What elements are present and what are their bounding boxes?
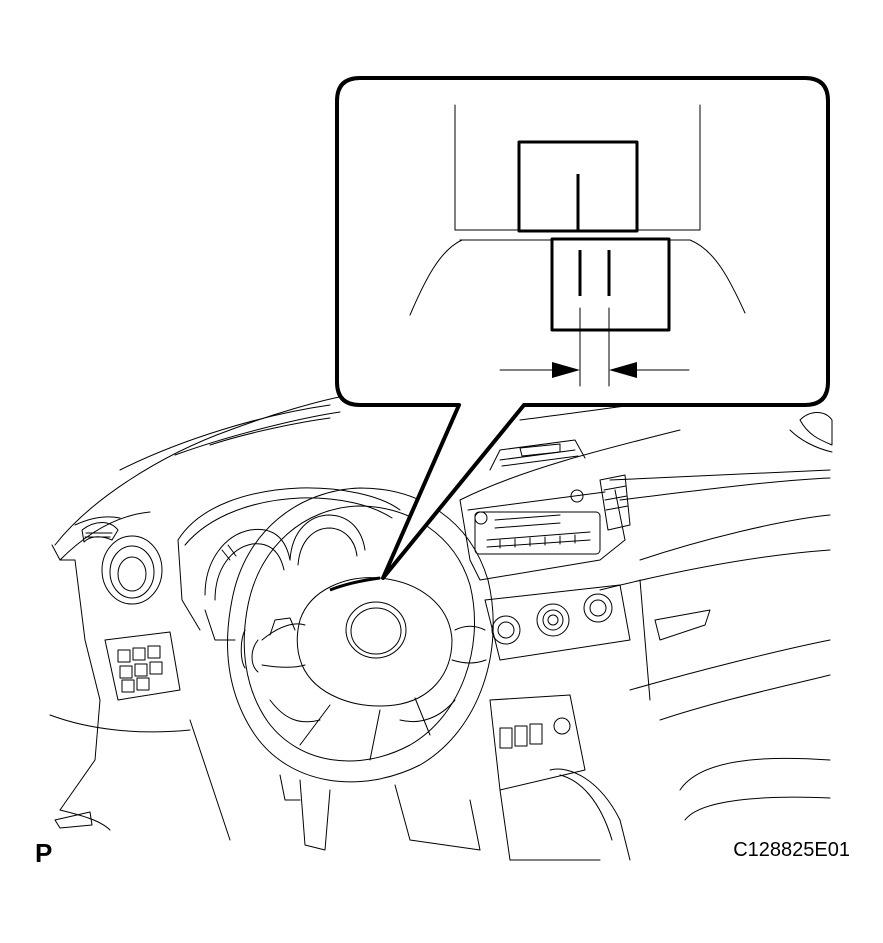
steering-wheel [226, 487, 494, 783]
view-label: P [35, 838, 53, 868]
callout-bubble [335, 76, 830, 580]
center-stack [459, 439, 631, 861]
figure-code: C128825E01 [733, 839, 850, 861]
detail-view [409, 104, 746, 387]
instrument-cluster [204, 514, 366, 641]
dashboard-drawing [49, 384, 833, 861]
lower-mark-box [550, 237, 671, 332]
left-switch-panel [104, 631, 181, 701]
left-vent [81, 522, 163, 605]
dimension-arrows [499, 362, 690, 378]
alignment-mark-highlight [329, 576, 381, 592]
